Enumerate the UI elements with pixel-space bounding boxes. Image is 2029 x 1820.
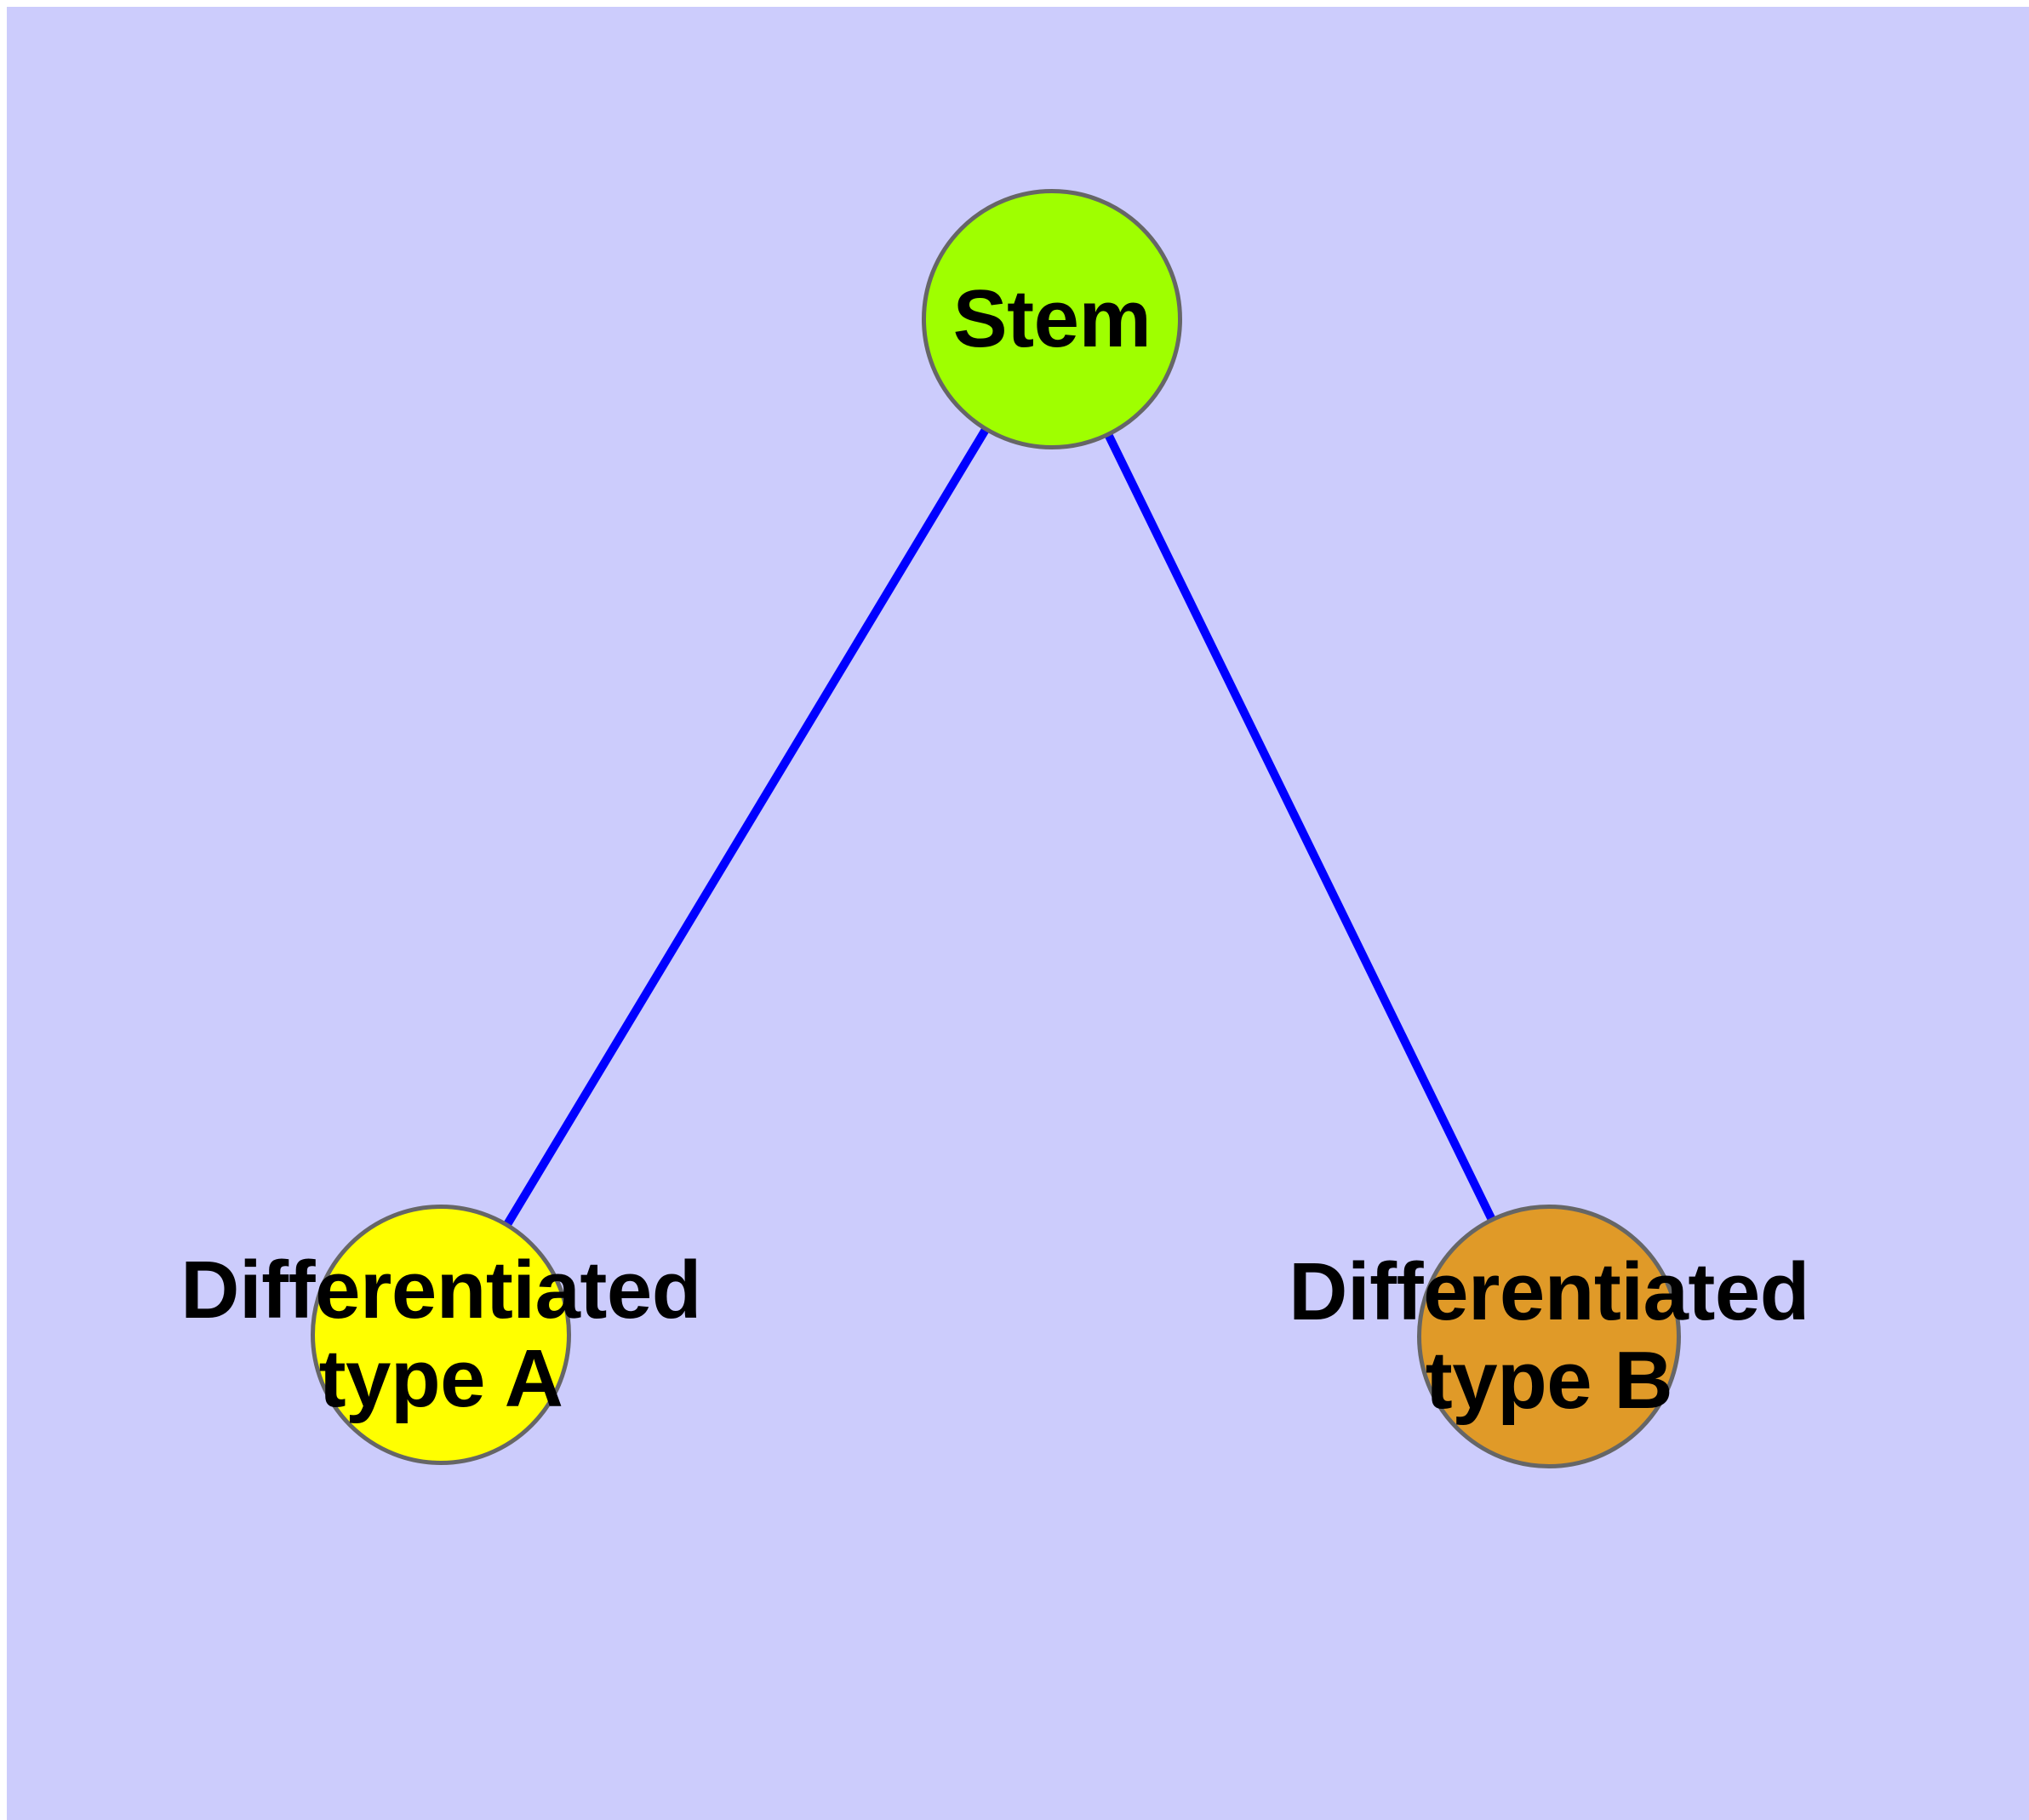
edge-layer xyxy=(503,426,1496,1228)
graph-node-diff_a[interactable] xyxy=(311,1205,571,1465)
graph-node-stem[interactable] xyxy=(922,189,1182,449)
edges-group xyxy=(503,426,1496,1228)
graph-node-diff_b[interactable] xyxy=(1417,1205,1681,1468)
graph-edge xyxy=(503,426,990,1228)
graph-edge xyxy=(1104,432,1496,1222)
